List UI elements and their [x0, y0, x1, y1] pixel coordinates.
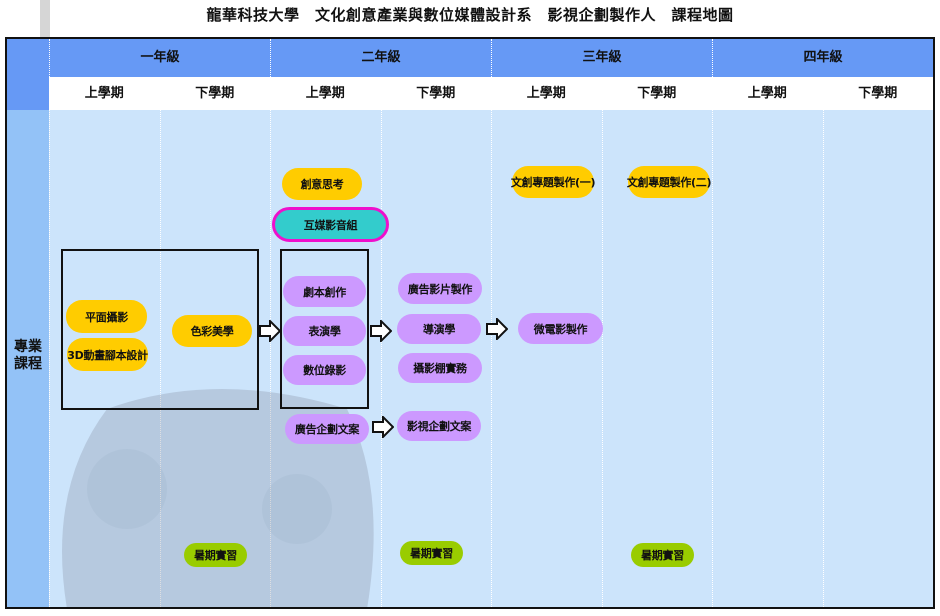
course-project-2[interactable]: 文創專題製作(二) — [627, 166, 711, 198]
year-header: 一年級 二年級 三年級 四年級 — [49, 39, 933, 77]
course-directing[interactable]: 導演學 — [397, 314, 481, 344]
year-1: 一年級 — [49, 39, 270, 77]
course-project-1[interactable]: 文創專題製作(一) — [511, 166, 595, 198]
course-creative-thinking[interactable]: 創意思考 — [282, 168, 362, 200]
course-ad-copywriting[interactable]: 廣告企劃文案 — [285, 414, 369, 444]
course-3d-storyboard[interactable]: 3D動畫腳本設計 — [67, 338, 148, 371]
course-film-copywriting[interactable]: 影視企劃文案 — [397, 411, 481, 441]
page-title: 龍華科技大學 文化創意產業與數位媒體設計系 影視企劃製作人 課程地圖 — [206, 6, 734, 24]
course-ad-film[interactable]: 廣告影片製作 — [398, 273, 482, 304]
semester-header: 上學期 下學期 上學期 下學期 上學期 下學期 上學期 下學期 — [49, 77, 933, 110]
decorative-bar — [40, 0, 50, 37]
category-column — [7, 39, 49, 607]
arrow-right-icon — [259, 320, 281, 342]
semester: 下學期 — [195, 86, 235, 101]
semester: 上學期 — [84, 86, 124, 101]
semester: 上學期 — [526, 86, 566, 101]
group-box-year1 — [61, 249, 259, 410]
semester: 下學期 — [637, 86, 677, 101]
course-group-media[interactable]: 互媒影音組 — [272, 207, 389, 242]
course-internship-3[interactable]: 暑期實習 — [631, 543, 694, 567]
year-3: 三年級 — [491, 39, 712, 77]
group-box-year2 — [280, 249, 369, 409]
category-label: 專業課程 — [14, 339, 42, 372]
year-2: 二年級 — [270, 39, 491, 77]
curriculum-map: 一年級 二年級 三年級 四年級 上學期 下學期 上學期 下學期 上學期 下學期 … — [5, 37, 935, 609]
course-color-aesthetics[interactable]: 色彩美學 — [172, 315, 252, 347]
course-internship-2[interactable]: 暑期實習 — [400, 541, 463, 565]
course-digital-recording[interactable]: 數位錄影 — [283, 355, 366, 385]
semester: 上學期 — [747, 86, 787, 101]
semester: 上學期 — [305, 86, 345, 101]
year-4: 四年級 — [712, 39, 933, 77]
arrow-right-icon — [486, 318, 508, 340]
course-micro-film[interactable]: 微電影製作 — [518, 313, 603, 344]
course-photography[interactable]: 平面攝影 — [66, 300, 147, 333]
semester: 下學期 — [858, 86, 898, 101]
arrow-right-icon — [372, 416, 394, 438]
arrow-right-icon — [370, 320, 392, 342]
semester-columns — [49, 110, 933, 607]
course-studio-practice[interactable]: 攝影棚實務 — [398, 353, 482, 383]
course-screenwriting[interactable]: 劇本創作 — [283, 276, 366, 307]
semester: 下學期 — [416, 86, 456, 101]
course-acting[interactable]: 表演學 — [283, 316, 366, 346]
course-internship-1[interactable]: 暑期實習 — [184, 543, 247, 567]
